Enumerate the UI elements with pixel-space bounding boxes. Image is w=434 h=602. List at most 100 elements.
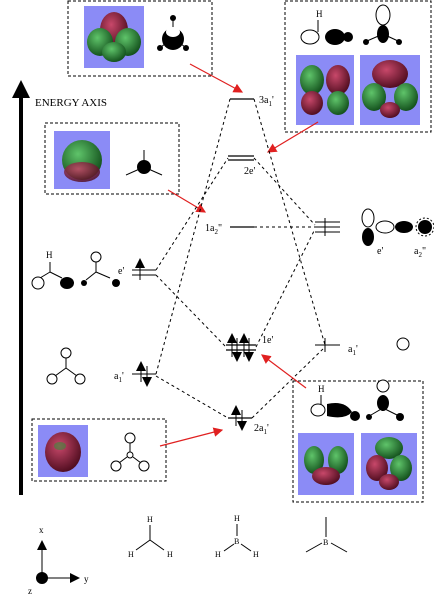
h-atom <box>170 15 176 21</box>
atom-label-h: H <box>253 550 259 559</box>
h-orbital <box>376 379 390 393</box>
box-1a2-orbital <box>44 122 180 195</box>
bond <box>65 367 78 377</box>
red-arrow-to-3a1 <box>189 63 244 93</box>
energy-axis-label: ENERGY AXIS <box>35 97 107 109</box>
orbital-lobe-red <box>312 467 340 485</box>
orbital-lobe <box>90 251 102 263</box>
atom-label-h: H <box>215 550 221 559</box>
correlation-line <box>155 274 227 348</box>
orbital-lobe-red <box>380 102 400 118</box>
bond <box>382 33 399 42</box>
correlation-line <box>253 157 316 226</box>
bond <box>39 271 51 279</box>
orbital-lobe-green <box>390 455 412 481</box>
mo-levels: 3a1' 2e' 1a2" 1e' 2a1' <box>205 95 274 436</box>
pz-orbital-outline <box>415 217 434 237</box>
orbital-lobe <box>310 403 326 417</box>
atom-label-h: H <box>318 384 325 394</box>
red-arrow-to-2a1 <box>159 427 224 447</box>
central-s-orbital <box>126 451 134 459</box>
bond <box>149 539 165 551</box>
h-atom <box>157 45 163 51</box>
orbital-lobe-green <box>102 42 126 62</box>
axis-label-y: y <box>84 574 89 584</box>
axis-label-z: z <box>28 586 32 596</box>
h-atom <box>183 45 189 51</box>
correlation-line <box>155 375 229 419</box>
correlation-line <box>255 228 316 348</box>
mo-label-2e: 2e' <box>244 166 255 177</box>
box-1e-orbitals: H <box>292 379 424 503</box>
h-orbital <box>46 373 58 385</box>
bond <box>305 542 323 553</box>
atom-label-h: H <box>167 550 173 559</box>
orbital-lobe <box>112 279 120 287</box>
orbital-lobe-green <box>362 83 386 111</box>
correlation-line <box>251 346 326 419</box>
orbital-lobe <box>300 29 320 45</box>
orbital-lobe-red <box>372 60 408 88</box>
bond <box>132 456 142 464</box>
energy-axis: ENERGY AXIS <box>12 80 107 495</box>
orbital-lobe-red <box>301 91 323 115</box>
orbital-lobe <box>81 280 87 286</box>
correlation-line <box>155 98 231 375</box>
box-frame <box>44 122 180 195</box>
red-arrow-to-1e <box>261 354 307 389</box>
mo-label-1a2: 1a2" <box>205 223 222 236</box>
atom-label-h: H <box>316 9 323 19</box>
right-e-a2-levels: e' a2" <box>315 208 434 259</box>
orbital-lobe-green <box>300 65 324 95</box>
right-a1-level: a1' <box>315 337 410 357</box>
h-atom <box>363 39 369 45</box>
box-frame <box>31 418 167 482</box>
structure-bh3-skeletal: B <box>305 517 348 553</box>
h-atom <box>343 32 353 42</box>
orbital-lobe-red <box>379 474 399 490</box>
level-label-a1-prime: a1' <box>114 371 124 384</box>
atom-label-h: H <box>234 514 240 523</box>
orbital-lobe-green <box>328 446 348 474</box>
atom-label-h: H <box>128 550 134 559</box>
level-label-a2-right: a2" <box>414 246 426 259</box>
pz-orbital <box>418 220 432 234</box>
p-orbital-lobe <box>375 220 395 234</box>
orbital-lobe-green <box>327 91 349 115</box>
z-axis-dot <box>36 572 48 584</box>
central-p-orbital-light-lobe <box>166 27 180 37</box>
bond <box>366 33 384 42</box>
bond <box>240 543 252 552</box>
atom-label-b: B <box>234 537 239 546</box>
atom-label-b: B <box>323 538 328 547</box>
bond <box>330 542 348 553</box>
bond <box>49 271 63 279</box>
red-arrow-to-1a2 <box>167 189 207 213</box>
box-2a1-orbital <box>31 418 167 482</box>
orbital-lobe-red <box>326 65 350 95</box>
h-orbital <box>124 432 136 444</box>
mo-label-1e: 1e' <box>262 335 273 346</box>
orbital-lobe-red <box>366 455 388 481</box>
orbital-lobe-red <box>64 162 100 182</box>
h-atom <box>350 411 360 421</box>
level-label-e-prime-right: e' <box>377 246 383 257</box>
bond <box>85 271 97 281</box>
orbital-lobe-red <box>45 432 81 472</box>
atom-label-h: H <box>147 515 153 524</box>
correlation-line <box>253 98 326 346</box>
bond <box>223 543 235 552</box>
orbital-lobe <box>60 277 74 289</box>
h-atom <box>396 413 404 421</box>
orbital-lobe-green <box>375 437 403 459</box>
level-label-e-prime: e' <box>118 266 124 277</box>
p-orbital-lobe <box>395 221 413 233</box>
orbital-lobe-green <box>394 83 418 111</box>
h-orbital <box>138 460 150 472</box>
box-2e-orbitals: H <box>284 0 432 133</box>
box-frame <box>292 380 424 503</box>
box-3a1-orbital <box>67 0 213 77</box>
orbital-lobe-green <box>304 446 324 474</box>
